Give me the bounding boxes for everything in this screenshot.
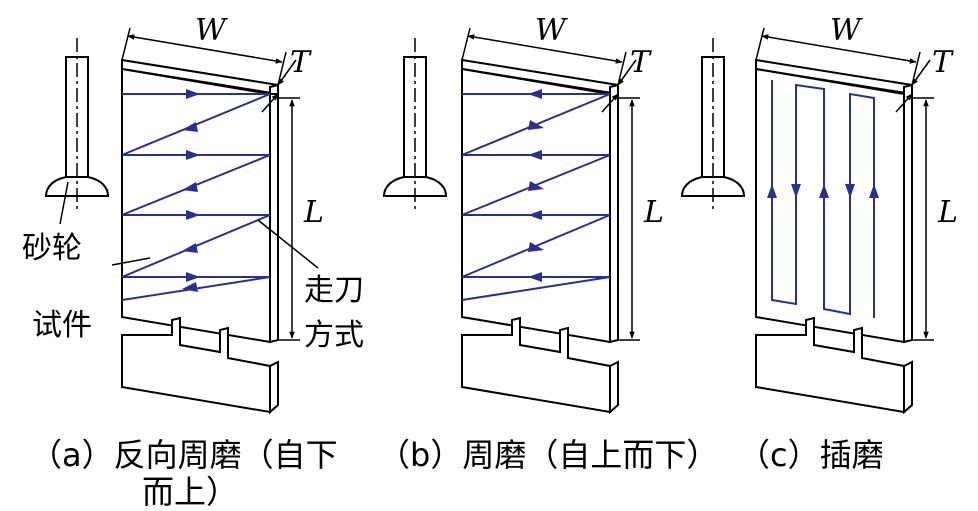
panel-b: W T L （b）周磨（自上而下） (378, 13, 718, 474)
caption-c: （c）插磨 (738, 436, 884, 474)
dim-w-label: W (195, 13, 228, 48)
path-label-line2: 方式 (304, 318, 364, 353)
tool-path (767, 80, 879, 318)
caption-b: （b）周磨（自上而下） (378, 436, 718, 474)
grinding-wheel (382, 38, 448, 210)
grinding-wheel (680, 38, 746, 210)
tool-path (121, 89, 271, 301)
specimen-plate (755, 58, 913, 415)
dim-l-label: L (937, 195, 958, 230)
panel-c: W T L （c）插磨 (680, 13, 958, 474)
grinding-wheel (44, 38, 110, 210)
dim-t-label: T (290, 45, 312, 80)
caption-a-line1: （a）反向周磨（自下 (30, 436, 338, 474)
dim-l-label: L (643, 195, 664, 230)
specimen-plate (461, 58, 619, 415)
panel-a: W T L 砂轮 试件 走刀 方式 （a）反向周磨（自下 而上） (22, 13, 364, 511)
caption-a-line2: 而上） (142, 473, 238, 511)
path-label-line1: 走刀 (304, 273, 364, 308)
specimen-label: 试件 (32, 308, 92, 343)
dim-w-label: W (535, 13, 568, 48)
specimen-plate (121, 58, 279, 415)
dimensions (461, 27, 640, 341)
dimensions (755, 27, 934, 341)
tool-path (461, 89, 611, 301)
dim-t-label: T (932, 45, 954, 80)
dim-l-label: L (303, 195, 324, 230)
dimensions (59, 27, 319, 341)
dim-t-label: T (630, 45, 652, 80)
wheel-label: 砂轮 (22, 231, 82, 266)
dim-w-label: W (830, 13, 863, 48)
